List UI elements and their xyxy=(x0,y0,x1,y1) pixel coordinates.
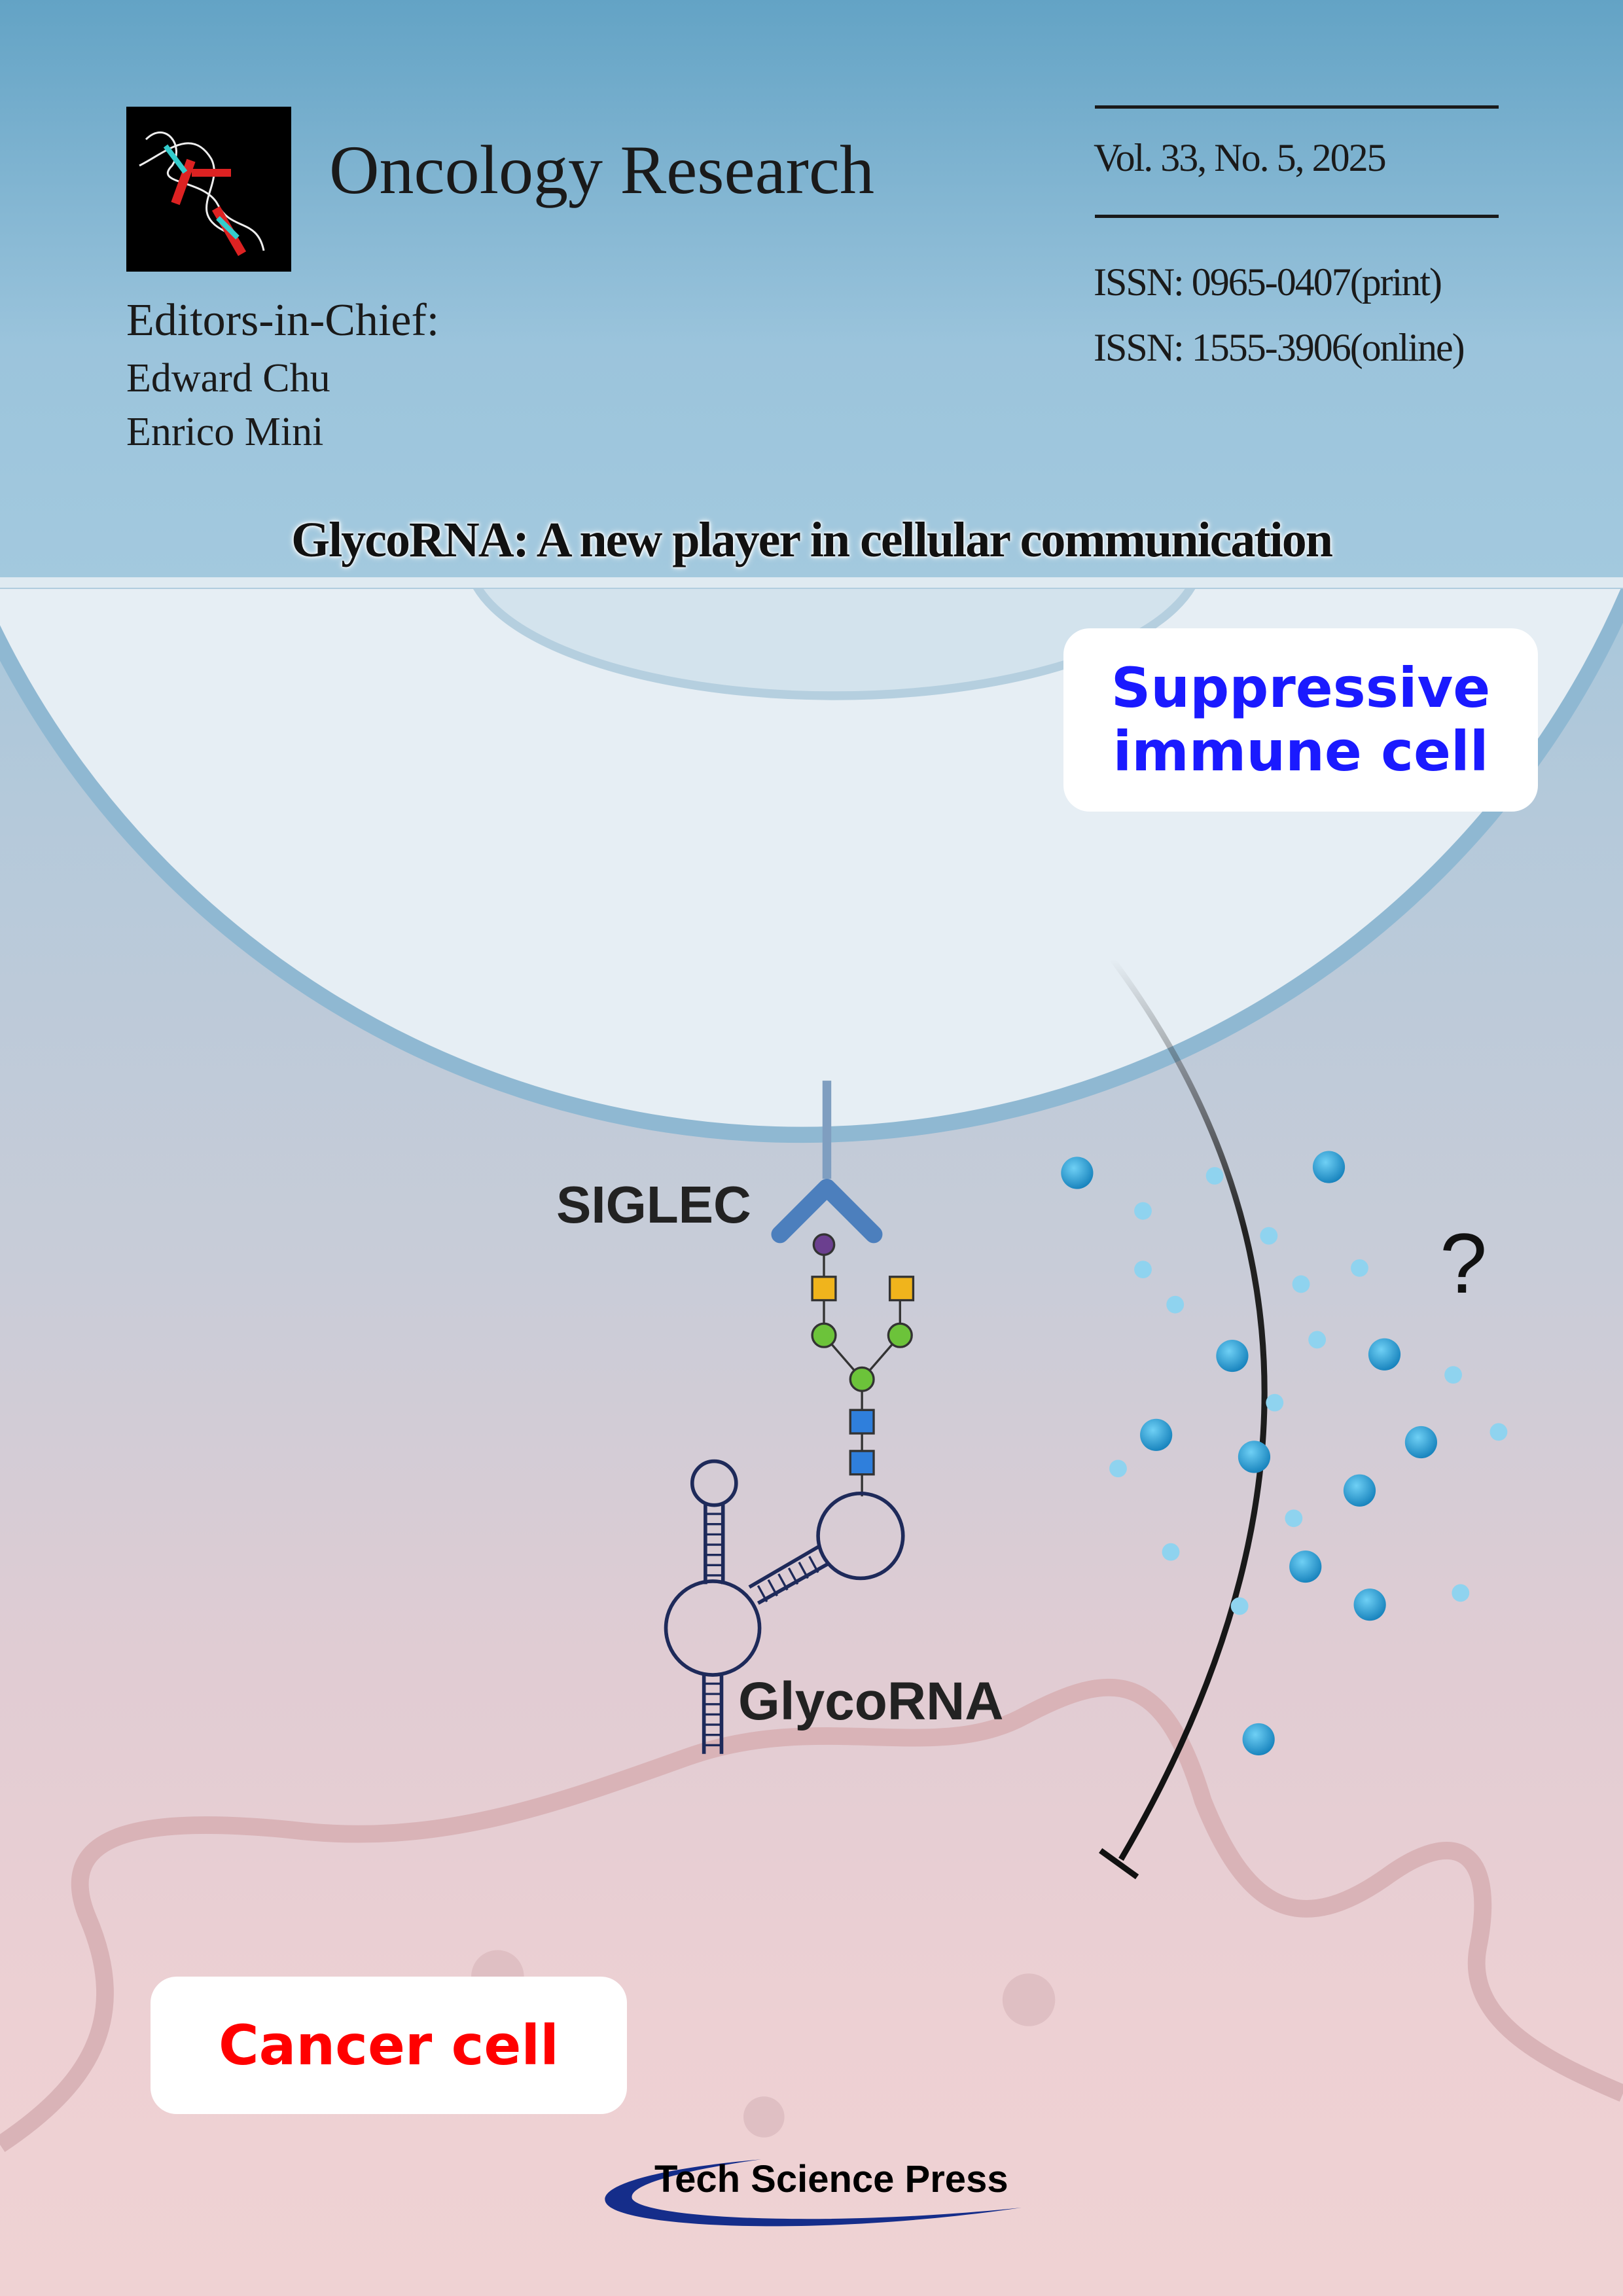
inhibition-arrow xyxy=(1109,957,1268,1861)
glycorna-label: GlycoRNA xyxy=(738,1672,1004,1731)
editor-name: Edward Chu xyxy=(126,356,330,401)
inhibition-bar xyxy=(1099,1848,1139,1880)
rule-top xyxy=(1095,105,1499,109)
header-divider xyxy=(0,577,1623,588)
journal-logo xyxy=(126,107,291,272)
vesicle xyxy=(1002,1973,1056,2026)
siglec-label: SIGLEC xyxy=(556,1175,751,1234)
question-mark: ? xyxy=(1440,1215,1488,1311)
secreted-molecules xyxy=(1061,1151,1508,1756)
headline: GlycoRNA: A new player in cellular commu… xyxy=(291,512,1333,567)
publisher-name: Tech Science Press xyxy=(654,2158,1008,2200)
siglec-receptor-icon xyxy=(771,1081,883,1244)
cancer-cell-label-box: Cancer cell xyxy=(151,1977,627,2114)
glycorna-structure-icon xyxy=(664,1459,905,1754)
cancer-cell-label: Cancer cell xyxy=(219,2013,559,2077)
immune-cell-label: Suppressive immune cell xyxy=(1111,656,1491,783)
editors-label: Editors-in-Chief: xyxy=(126,295,440,346)
header-band xyxy=(0,0,1623,577)
cancer-cell-membrane xyxy=(0,1678,1623,2153)
editor-name: Enrico Mini xyxy=(126,410,324,454)
glycan-chain-icon xyxy=(811,1233,915,1497)
issn-print: ISSN: 0965-0407(print) xyxy=(1094,260,1442,304)
vesicle xyxy=(743,2096,785,2138)
rule-bottom xyxy=(1095,215,1499,218)
issn-online: ISSN: 1555-3906(online) xyxy=(1094,326,1465,369)
journal-title: Oncology Research xyxy=(329,132,874,208)
immune-cell-label-box: Suppressive immune cell xyxy=(1063,628,1538,812)
volume-issue: Vol. 33, No. 5, 2025 xyxy=(1094,136,1387,179)
